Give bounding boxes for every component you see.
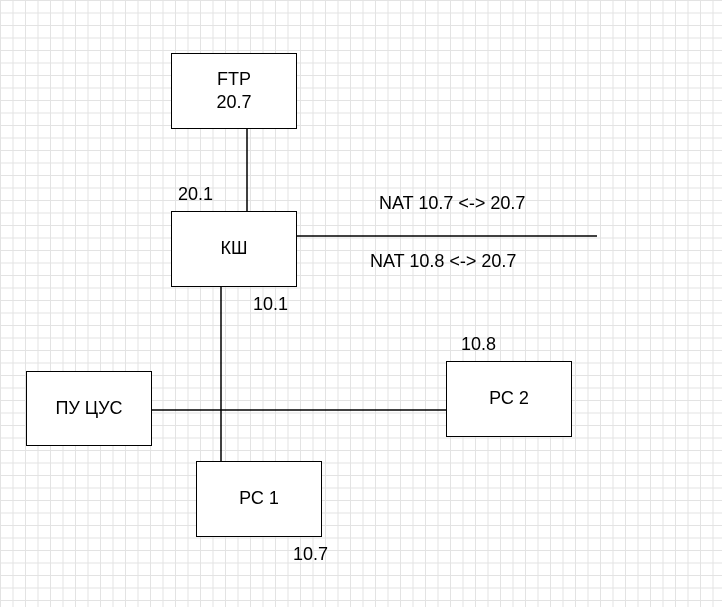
rs1-node-name: РС 1	[239, 488, 279, 509]
nat-rule-1: NAT 10.7 <-> 20.7	[379, 193, 526, 213]
ftp-node-name: FTP	[217, 68, 251, 89]
ksh-upper-ip-label: 20.1	[178, 184, 214, 204]
rs2-node: РС 2	[446, 361, 572, 437]
rs2-node-name: РС 2	[489, 388, 529, 409]
ksh-node-name: КШ	[220, 238, 248, 259]
ksh-node: КШ	[171, 211, 297, 287]
rs2-ip-label: 10.8	[461, 334, 497, 354]
pu-tsus-node: ПУ ЦУС	[26, 371, 152, 446]
ftp-node-address: 20.7	[216, 92, 252, 112]
rs1-node: РС 1	[196, 461, 322, 537]
nat-rule-2: NAT 10.8 <-> 20.7	[370, 251, 517, 271]
rs1-ip-label: 10.7	[293, 544, 329, 564]
pu-tsus-node-name: ПУ ЦУС	[55, 397, 123, 418]
ksh-lower-ip-label: 10.1	[253, 294, 289, 314]
ftp-server-node: FTP 20.7	[171, 53, 297, 129]
